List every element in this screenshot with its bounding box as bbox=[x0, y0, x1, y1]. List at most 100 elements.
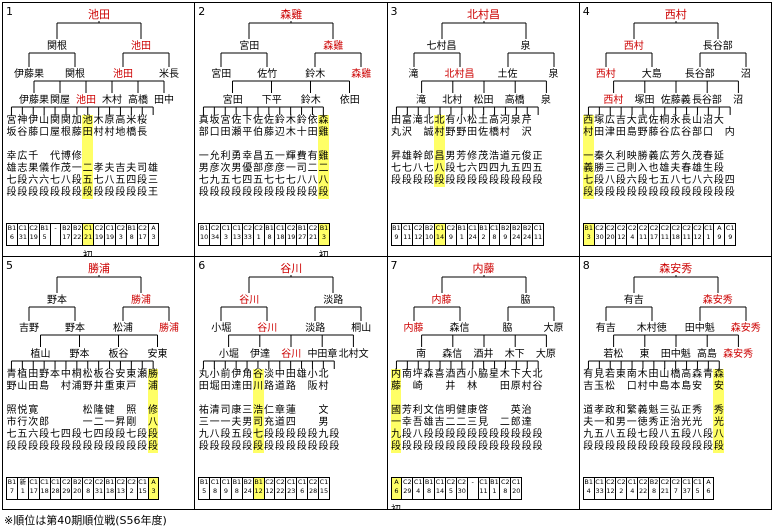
player-char: 田 bbox=[648, 368, 659, 380]
player-column: 北村文男九段 bbox=[318, 369, 329, 453]
player-char: 正 bbox=[681, 404, 692, 416]
player-char: 有 bbox=[307, 151, 318, 162]
player-char: 段 bbox=[713, 163, 724, 174]
player-char: 延 bbox=[713, 151, 724, 162]
player-char: 沼 bbox=[702, 115, 713, 126]
player-column: 中道章道段段 bbox=[274, 369, 285, 453]
player-column: 木村孝七段 bbox=[93, 115, 104, 199]
quarterfinalist-name: 松田 bbox=[473, 95, 494, 106]
player-char: 段 bbox=[648, 428, 659, 440]
player-char: 段 bbox=[307, 428, 318, 440]
player-char: 口 bbox=[626, 380, 637, 392]
player-char: 段 bbox=[82, 440, 93, 452]
player-char: 段 bbox=[713, 440, 724, 452]
player-char: 木 bbox=[285, 127, 296, 138]
player-char: 一 bbox=[104, 416, 115, 428]
player-char: 四 bbox=[242, 175, 253, 186]
player-char: 谷 bbox=[532, 380, 543, 392]
player-char: 段 bbox=[104, 428, 115, 440]
player-char: 博 bbox=[60, 151, 71, 162]
player-char: 雄 bbox=[6, 163, 17, 174]
player-char: 八 bbox=[412, 428, 423, 440]
player-char: 市 bbox=[6, 416, 17, 428]
player-column: 勝浦修八段段 bbox=[147, 368, 159, 453]
player-char: 北 bbox=[318, 368, 329, 380]
finalist-name: 野本 bbox=[47, 294, 67, 306]
bracket-lines bbox=[10, 21, 170, 115]
player-char: 松 bbox=[82, 368, 93, 380]
player-char: 森 bbox=[318, 115, 329, 126]
quarterfinalist-name: 依田 bbox=[339, 95, 360, 106]
semifinalist-name: 大島 bbox=[641, 69, 662, 80]
player-char: 段 bbox=[231, 187, 242, 198]
semifinalist-name: 勝浦 bbox=[159, 322, 179, 334]
quarterfinalist-name: 田中 bbox=[154, 95, 174, 106]
player-char: 二 bbox=[318, 163, 329, 174]
player-char: 内 bbox=[724, 127, 735, 138]
semifinalist-name: 吉野 bbox=[19, 322, 39, 334]
quarterfinalist-name: 木下 bbox=[504, 348, 525, 360]
player-char: 七 bbox=[648, 175, 659, 186]
player-char: 七 bbox=[401, 163, 412, 174]
player-char: 段 bbox=[264, 440, 275, 452]
semifinalist-name: 関根 bbox=[65, 69, 85, 80]
finalist-name: 谷川 bbox=[239, 294, 260, 306]
player-char: 段 bbox=[445, 163, 456, 174]
semifinalist-name: 滝 bbox=[408, 69, 419, 80]
bracket-line bbox=[633, 23, 719, 39]
player-char: 段 bbox=[242, 187, 253, 198]
player-char: 段 bbox=[594, 440, 605, 452]
player-char: 健 bbox=[104, 404, 115, 416]
player-char: 森 bbox=[692, 368, 703, 380]
player-char: 春 bbox=[702, 151, 713, 162]
player-column: 宮田利次五段 bbox=[220, 115, 231, 199]
player-char: 段 bbox=[93, 187, 104, 198]
player-char: 修 bbox=[71, 151, 82, 162]
semifinalist-name: 長谷部 bbox=[684, 69, 715, 80]
semifinalist-name: 池田 bbox=[113, 69, 133, 80]
player-char: 野 bbox=[39, 368, 50, 380]
player-char: 段 bbox=[60, 187, 71, 198]
player-char: 段 bbox=[17, 187, 28, 198]
player-column: 森安秀光八段 bbox=[713, 368, 725, 453]
winner-name: 森雞 bbox=[280, 8, 303, 21]
player-char: 段 bbox=[264, 428, 275, 440]
player-char: 五 bbox=[615, 428, 626, 440]
semifinalist-name: 西村 bbox=[595, 69, 616, 80]
winner-name: 森安秀 bbox=[659, 261, 693, 275]
player-char: 三 bbox=[659, 404, 670, 416]
player-char: 段 bbox=[467, 440, 478, 452]
rank-cell: - bbox=[466, 476, 479, 500]
player-column: 大延段段段 bbox=[713, 115, 724, 199]
player-char: 田 bbox=[615, 127, 626, 138]
player-column: 木村義徳七段 bbox=[637, 369, 648, 453]
player-char: 和 bbox=[604, 416, 615, 428]
player-char: 昇 bbox=[390, 151, 401, 162]
player-char: 段 bbox=[702, 187, 713, 198]
player-char: 夫 bbox=[231, 416, 242, 428]
player-char: 徳 bbox=[637, 416, 648, 428]
player-char: 段 bbox=[423, 440, 434, 452]
player-column: 有野男段段 bbox=[445, 115, 456, 187]
player-char: 有 bbox=[445, 115, 456, 126]
player-char: 滝 bbox=[412, 115, 423, 126]
semifinalist-name: 木村徳 bbox=[636, 322, 667, 334]
player-char: 桐 bbox=[659, 115, 670, 126]
player-char: 幸 bbox=[242, 151, 253, 162]
